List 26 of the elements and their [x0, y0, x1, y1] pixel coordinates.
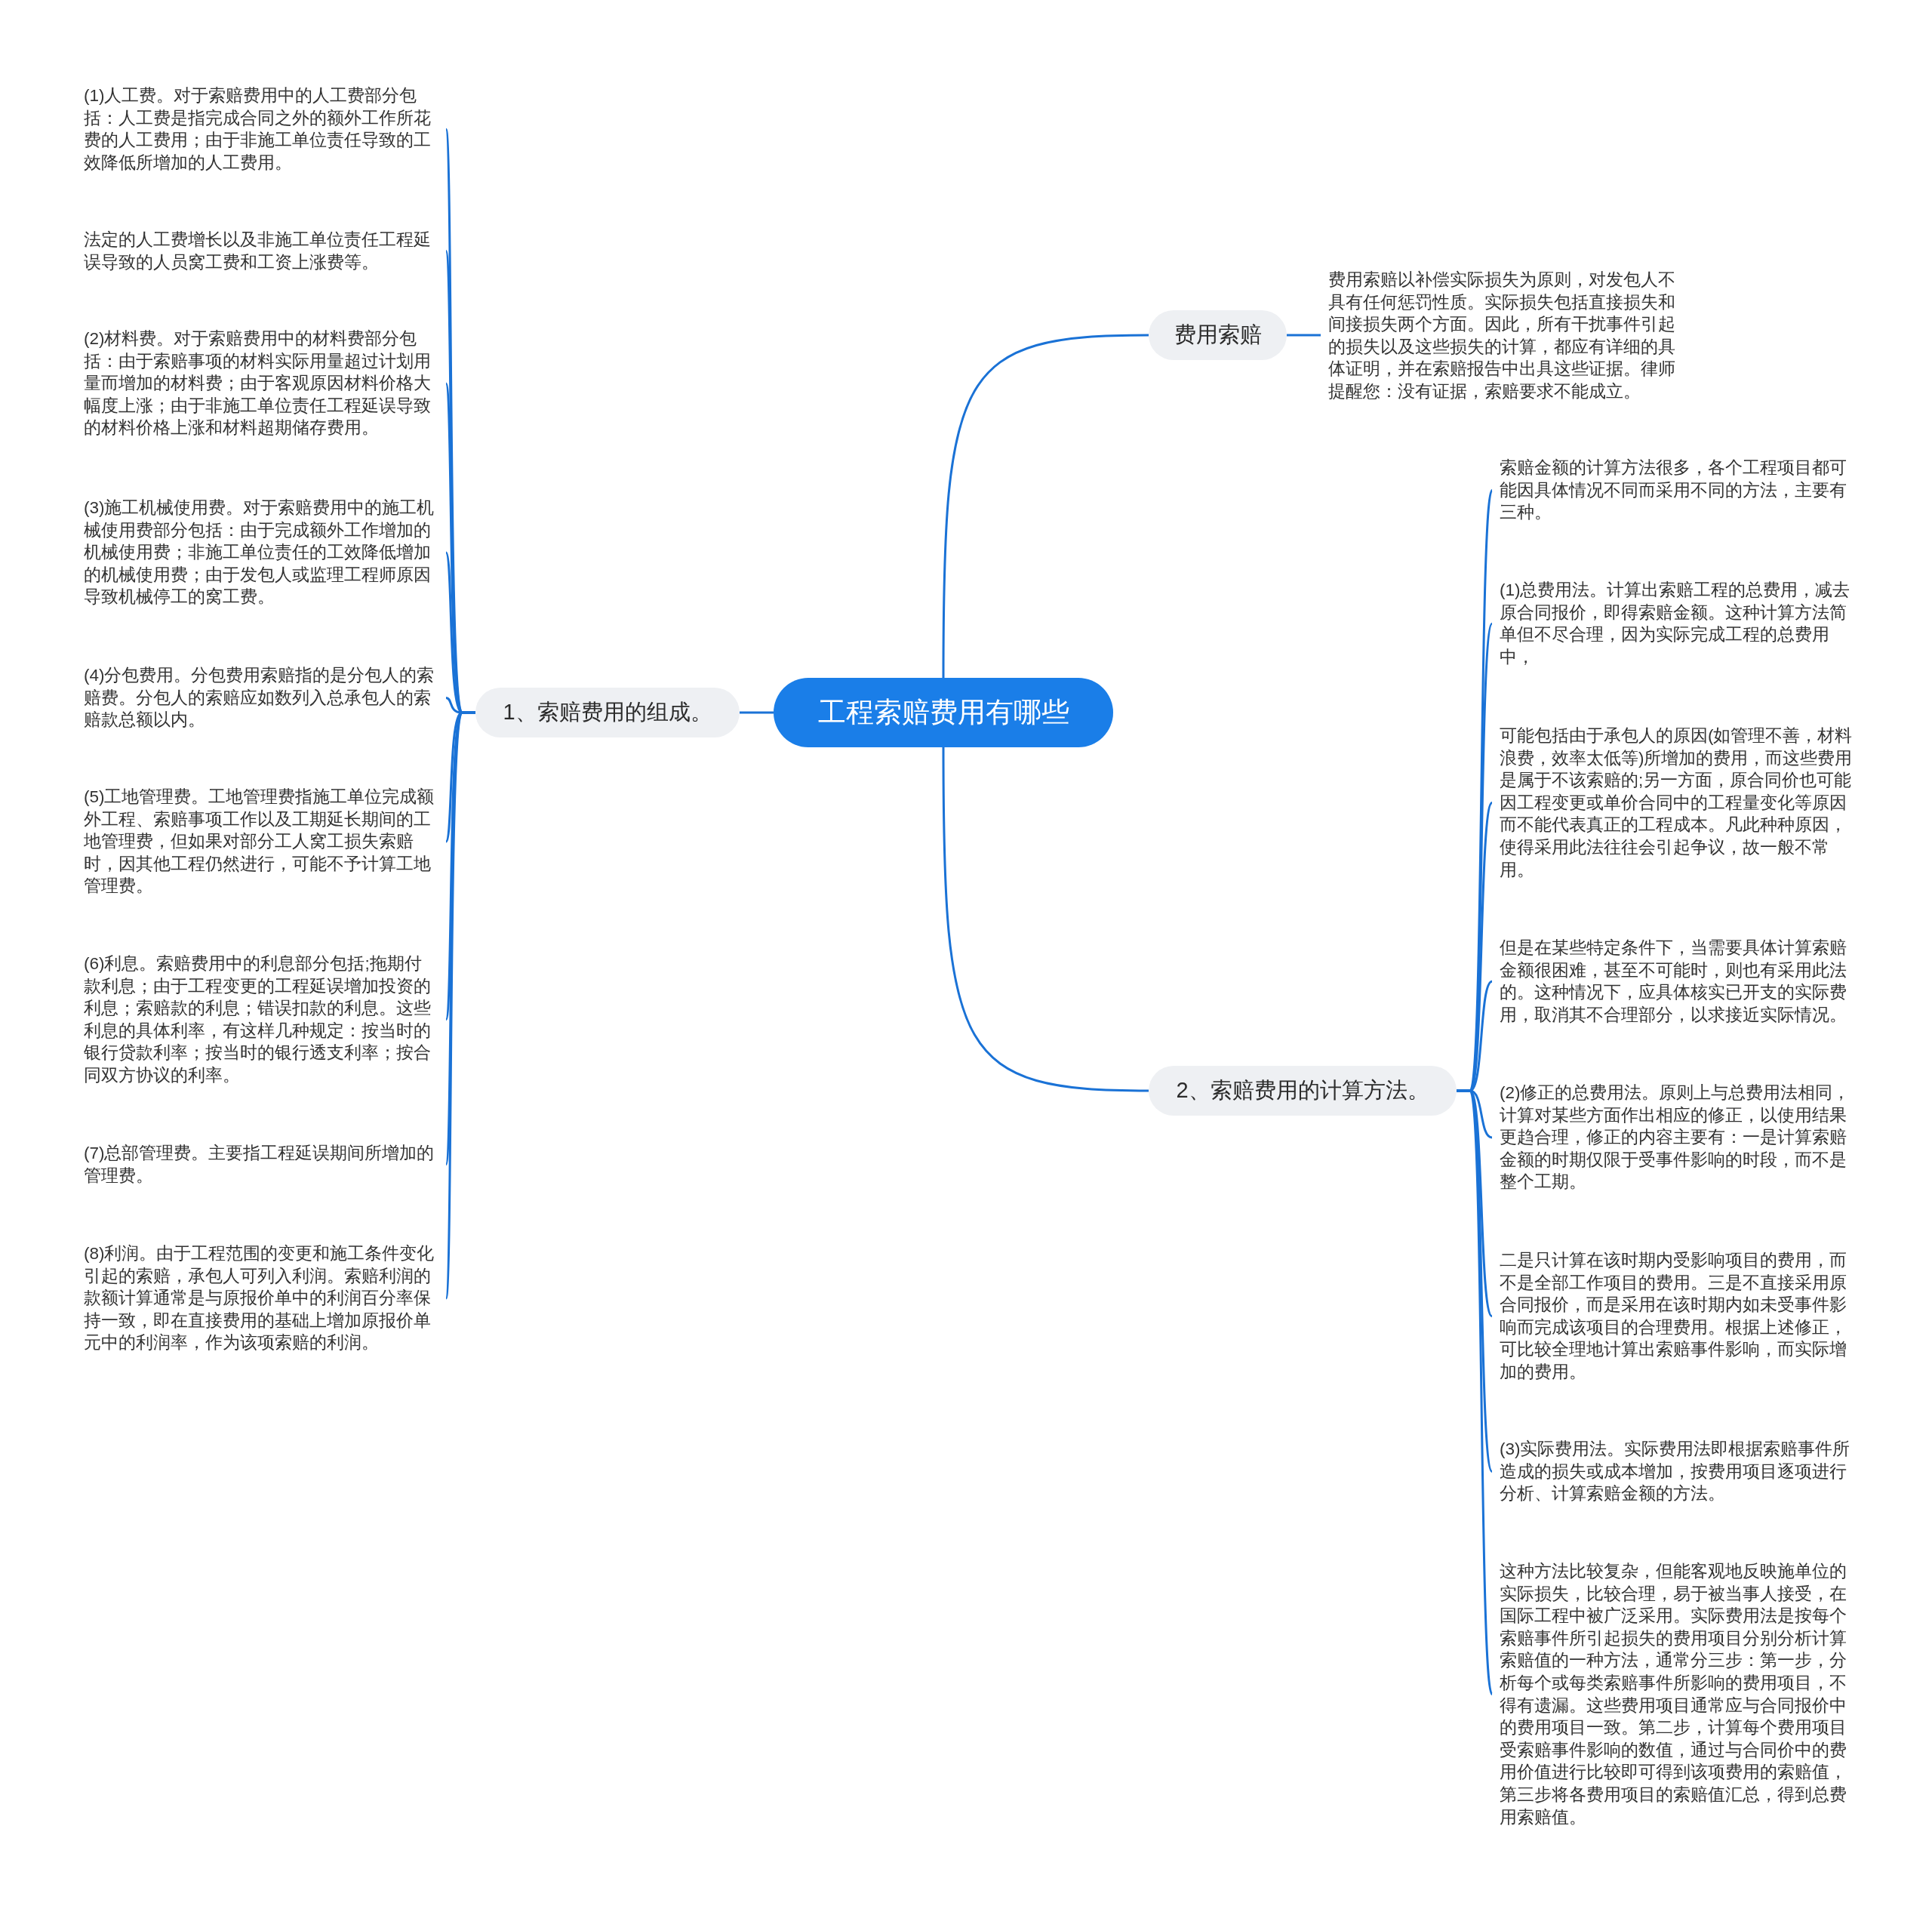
- note-text: (5)工地管理费。工地管理费指施工单位完成额外工程、索赔事项工作以及工期延长期间的工地管理费，但如果对部分工人窝工损失索赔时，因其他工程仍然进行，可能不予计算工地管理费。: [84, 786, 438, 898]
- note-text: 费用索赔以补偿实际损失为原则，对发包人不具有任何惩罚性质。实际损失包括直接损失和间接损失两个方面。因此，所有干扰事件引起的损失以及这些损失的计算，都应有详细的具体证明，并在索赔报告中出具这些证据。律师提醒您：没有证据，索赔要求不能成立。: [1328, 269, 1683, 403]
- note-text: (2)修正的总费用法。原则上与总费用法相同，计算对某些方面作出相应的修正，以使用结果更趋合理，修正的内容主要有：一是计算索赔金额的时期仅限于受事件影响的时段，而不是整个工期。: [1500, 1082, 1854, 1193]
- note-text: 可能包括由于承包人的原因(如管理不善，材料浪费，效率太低等)所增加的费用，而这些费用是属于不该索赔的;另一方面，原合同价也可能因工程变更或单价合同中的工程量变化等原因而不能代表真正的工程成本。凡此种种原因，使得采用此法往往会引起争议，故一般不常用。: [1500, 725, 1854, 882]
- central-topic: 工程索赔费用有哪些: [774, 678, 1113, 747]
- note-text: 但是在某些特定条件下，当需要具体计算索赔金额很困难，甚至不可能时，则也有采用此法的。这种情况下，应具体核实已开支的实际费用，取消其不合理部分，以求接近实际情况。: [1500, 937, 1854, 1027]
- note-text: (2)材料费。对于索赔费用中的材料费部分包括：由于索赔事项的材料实际用量超过计划用量而增加的材料费；由于客观原因材料价格大幅度上涨；由于非施工单位责任工程延误导致的材料价格上涨和材料超期储存费用。: [84, 328, 438, 439]
- note-text: 这种方法比较复杂，但能客观地反映施单位的实际损失，比较合理，易于被当事人接受，在国际工程中被广泛采用。实际费用法是按每个索赔事件所引起损失的费用项目分别分析计算索赔值的一种方法，通常分三步：第一步，分析每个或每类索赔事件所影响的费用项目，不得有遗漏。这些费用项目通常应与合同报价中的费用项目一致。第二步，计算每个费用项目受索赔事件影响的数值，通过与合同价中的费用价值进行比较即可得到该项费用的索赔值，第三步将各费用项目的索赔值汇总，得到总费用索赔值。: [1500, 1560, 1854, 1829]
- note-text: 二是只计算在该时期内受影响项目的费用，而不是全部工作项目的费用。三是不直接采用原合同报价，而是采用在该时期内如未受事件影响而完成该项目的合理费用。根据上述修正，可比较全理地计算出索赔事件影响，而实际增加的费用。: [1500, 1249, 1854, 1384]
- note-text: (8)利润。由于工程范围的变更和施工条件变化引起的索赔，承包人可列入利润。索赔利润的款额计算通常是与原报价单中的利润百分率保持一致，即在直接费用的基础上增加原报价单元中的利润率，作为该项索赔的利润。: [84, 1242, 438, 1354]
- connector-line: [942, 747, 1149, 1092]
- note-text: 索赔金额的计算方法很多，各个工程项目都可能因具体情况不同而采用不同的方法，主要有三种。: [1500, 457, 1854, 524]
- note-text: (1)总费用法。计算出索赔工程的总费用，减去原合同报价，即得索赔金额。这种计算方法简单但不尽合理，因为实际完成工程的总费用中，: [1500, 579, 1854, 669]
- note-text: 法定的人工费增长以及非施工单位责任工程延误导致的人员窝工费和工资上涨费等。: [84, 229, 438, 274]
- connector-line: [942, 334, 1149, 678]
- topic-box: 1、索赔费用的组成。: [475, 688, 740, 737]
- note-text: (6)利息。索赔费用中的利息部分包括;拖期付款利息；由于工程变更的工程延误增加投资的利息；索赔款的利息；错误扣款的利息。这些利息的具体利率，有这样几种规定：按当时的银行贷款利率；按当时的银行透支利率；按合同双方协议的利率。: [84, 953, 438, 1087]
- note-text: (1)人工费。对于索赔费用中的人工费部分包括：人工费是指完成合同之外的额外工作所花费的人工费用；由于非施工单位责任导致的工效降低所增加的人工费用。: [84, 85, 438, 174]
- topic-box: 费用索赔: [1149, 310, 1287, 360]
- note-text: (3)施工机械使用费。对于索赔费用中的施工机械使用费部分包括：由于完成额外工作增加的机械使用费；非施工单位责任的工效降低增加的机械使用费；由于发包人或监理工程师原因导致机械停工的窝工费。: [84, 497, 438, 608]
- note-text: (4)分包费用。分包费用索赔指的是分包人的索赔费。分包人的索赔应如数列入总承包人的索赔款总额以内。: [84, 664, 438, 731]
- connector-line: [740, 711, 774, 714]
- topic-box: 2、索赔费用的计算方法。: [1149, 1066, 1457, 1116]
- note-text: (3)实际费用法。实际费用法即根据索赔事件所造成的损失或成本增加，按费用项目逐项进行分析、计算索赔金额的方法。: [1500, 1438, 1854, 1505]
- connector-line: [1287, 334, 1321, 337]
- note-text: (7)总部管理费。主要指工程延误期间所增加的管理费。: [84, 1142, 438, 1187]
